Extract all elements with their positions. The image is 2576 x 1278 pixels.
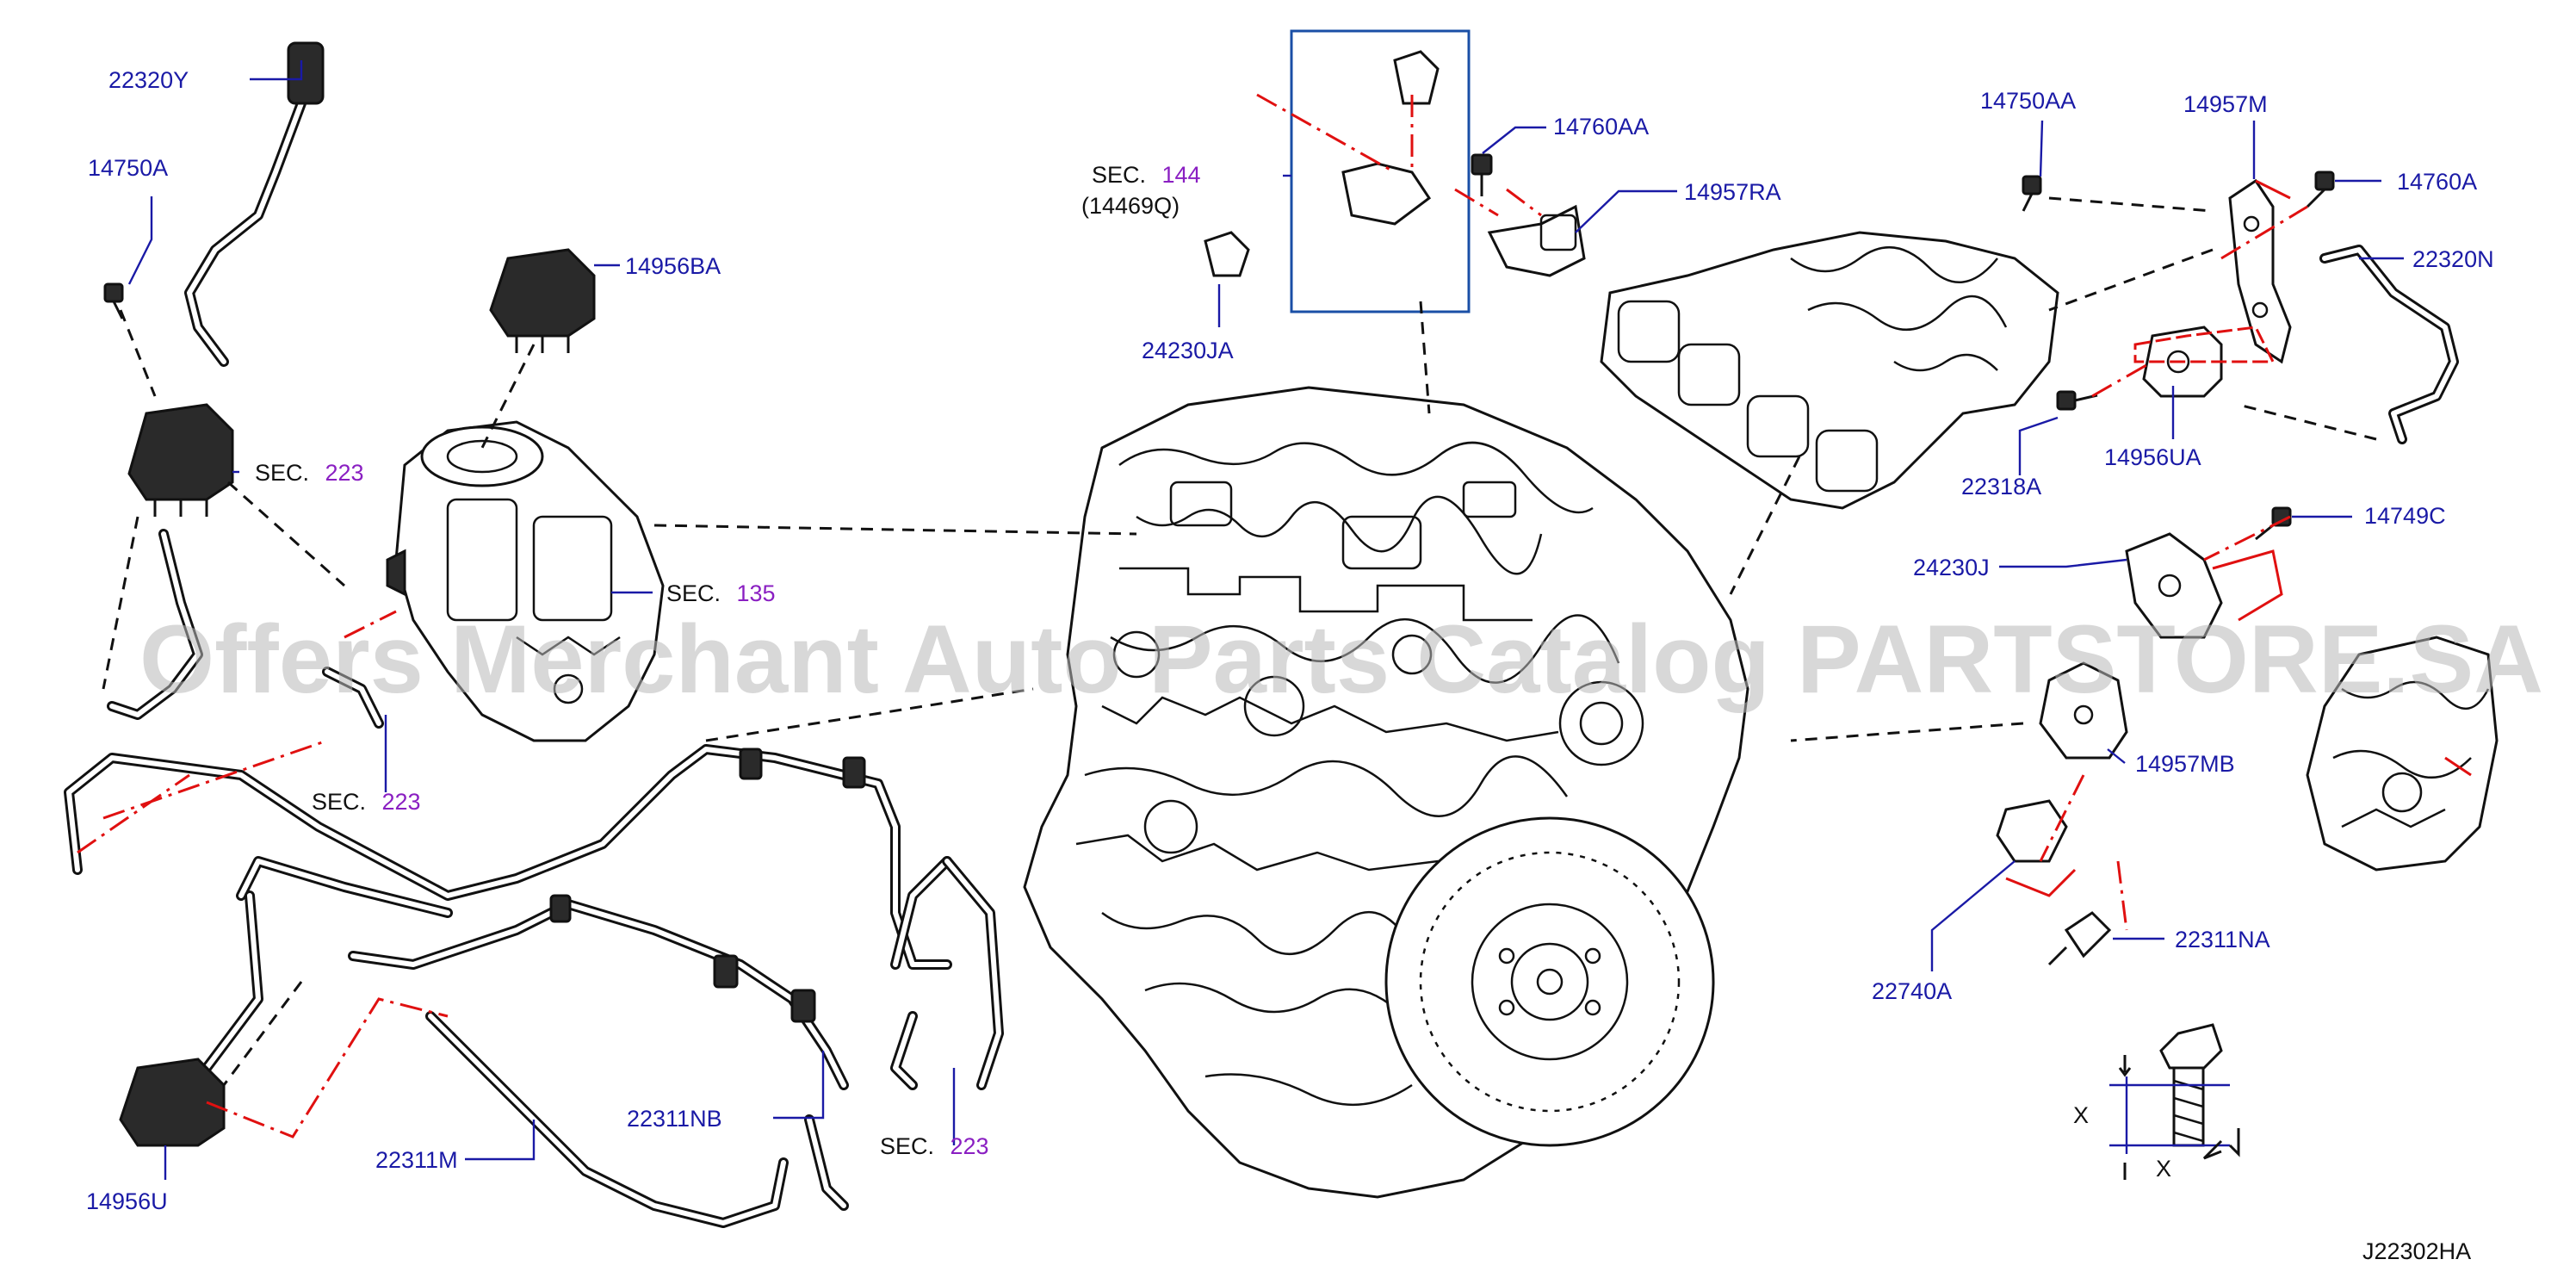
callout-22318A[interactable]: 22318A — [1961, 474, 2041, 499]
engine-assembly — [1023, 386, 1749, 1199]
clip-24230JA — [1204, 231, 1250, 277]
callout-22320Y[interactable]: 22320Y — [108, 67, 189, 93]
dimension-label-bottom: X — [2156, 1156, 2171, 1182]
watermark-text: Offers Merchant Auto Parts Catalog PARTS… — [139, 605, 2543, 713]
callout-14750AA[interactable]: 14750AA — [1980, 88, 2076, 114]
vacuum-hoses — [64, 744, 1004, 1228]
vacuum-hose-left-loop — [107, 529, 384, 729]
bolt-14749C — [2255, 506, 2292, 541]
callout-14957M[interactable]: 14957M — [2183, 91, 2268, 117]
sec-ref-223-lower[interactable]: SEC. 223 — [312, 789, 421, 815]
intake-body — [386, 420, 665, 742]
callout-14760AA[interactable]: 14760AA — [1553, 114, 1649, 140]
vacuum-hose-22320Y — [184, 41, 325, 367]
bracket-14957MB — [2039, 661, 2128, 760]
dimension-marks — [2109, 1055, 2240, 1180]
callout-14956UA[interactable]: 14956UA — [2104, 444, 2201, 470]
bolt-14750A — [103, 282, 124, 320]
sensor-detail-box-part — [1341, 50, 1440, 226]
detail-box — [1290, 29, 1471, 313]
callout-22311NB[interactable]: 22311NB — [627, 1106, 722, 1132]
part-callouts: 22320Y 14750A 14956BA 14760AA 14957RA 24… — [86, 67, 2494, 1214]
sec-ref-223-upper[interactable]: SEC. 223 — [255, 460, 364, 486]
callout-14957RA[interactable]: 14957RA — [1684, 179, 1781, 205]
bolt-22318A — [2056, 390, 2098, 411]
figure-code: J22302HA — [2362, 1238, 2471, 1264]
bracket-14957M — [2228, 178, 2292, 364]
sec-ref-135[interactable]: SEC. 135 — [666, 580, 776, 606]
bolt-14760A — [2306, 171, 2335, 208]
section-references: SEC. 223 SEC. 135 SEC. 223 SEC. 144 (144… — [255, 162, 1201, 1159]
solenoid-valve-14956BA — [489, 248, 596, 353]
alignment-lines — [77, 93, 2472, 1138]
transmission-case — [2306, 636, 2499, 872]
callout-14760A[interactable]: 14760A — [2397, 169, 2477, 195]
bolt-14760AA — [1471, 153, 1493, 196]
vacuum-hose-22320N — [2319, 245, 2459, 444]
sec-ref-223-bottom[interactable]: SEC. 223 — [880, 1133, 989, 1159]
callout-22320N[interactable]: 22320N — [2412, 246, 2494, 272]
callout-22311NA[interactable]: 22311NA — [2175, 927, 2270, 952]
sec-ref-144[interactable]: SEC. 144 — [1092, 162, 1201, 188]
leader-lines — [127, 60, 2404, 1180]
callout-14750A[interactable]: 14750A — [88, 155, 168, 181]
callout-14957MB[interactable]: 14957MB — [2135, 751, 2235, 777]
callout-14956U[interactable]: 14956U — [86, 1188, 168, 1214]
callout-22311M[interactable]: 22311M — [375, 1147, 458, 1173]
bolt-detail — [2159, 1023, 2223, 1147]
sensor-22311NA — [2047, 911, 2112, 966]
solenoid-valve-left — [127, 403, 234, 517]
bolt-14750AA — [2022, 175, 2042, 212]
callout-24230J[interactable]: 24230J — [1913, 555, 1990, 580]
exhaust-manifold — [1600, 231, 2059, 510]
sub-reference-14469Q: (14469Q) — [1081, 193, 1180, 219]
callout-24230JA[interactable]: 24230JA — [1142, 338, 1234, 363]
dimension-label-left: X — [2073, 1102, 2089, 1128]
bracket-24230J — [2125, 532, 2223, 639]
sensor-22740A — [1996, 799, 2068, 863]
callout-14956BA[interactable]: 14956BA — [625, 253, 721, 279]
callout-22740A[interactable]: 22740A — [1872, 978, 1952, 1004]
callout-14749C[interactable]: 14749C — [2364, 503, 2446, 529]
assembly-arrows — [102, 196, 2377, 1086]
bracket-14957RA — [1487, 204, 1586, 277]
solenoid-valve-14956U — [119, 1058, 226, 1147]
